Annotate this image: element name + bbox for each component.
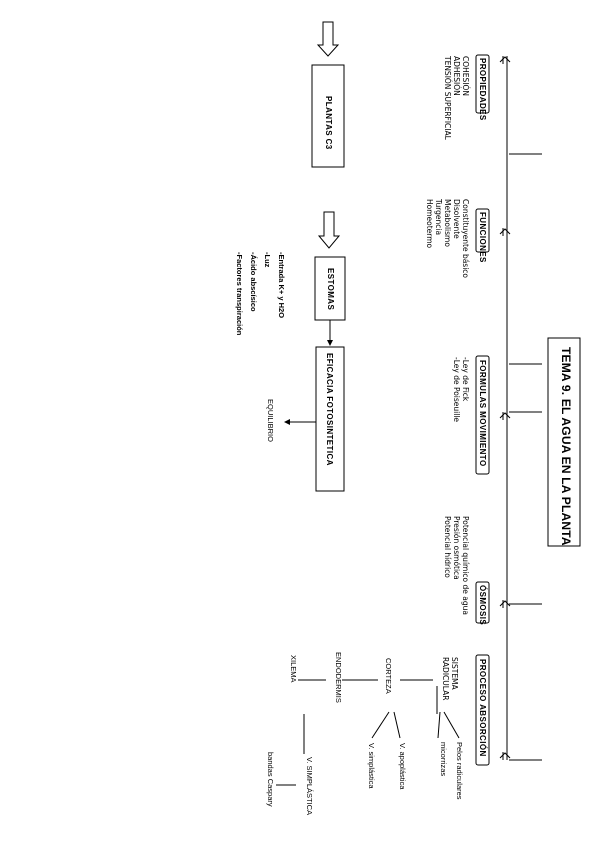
box-plantas-c3: PLANTAS C3 <box>324 96 333 150</box>
box-estomas: ESTOMAS <box>326 268 335 311</box>
title-box <box>547 337 581 547</box>
corteza: CORTEZA <box>384 658 393 694</box>
xilema: XILEMA <box>289 655 298 683</box>
box-propiedades: PROPIEDADES <box>478 58 487 121</box>
endodermis: ENDODERMIS <box>334 652 343 703</box>
equilibrio-label: EQUILIBRIO <box>266 399 275 442</box>
micorrizas: micorrizas <box>439 742 448 777</box>
box-eficacia: EFICACIA FOTOSINTETICA <box>325 353 334 466</box>
box-osmosis: ÓSMOSIS <box>478 585 487 626</box>
hollow-arrow-c3 <box>316 21 340 57</box>
arrow-osmosis <box>499 600 511 608</box>
estomas-factors: -Entrada K+ y H2O -Luz -Ácido abscísico … <box>235 252 286 336</box>
osmosis-items: Potencial químico de agua Presión osmóti… <box>443 516 470 615</box>
diagram-title: TEMA 9. EL AGUA EN LA PLANTA <box>559 347 573 546</box>
v-simplastica: V. SIMPLÁSTICA <box>305 757 314 816</box>
box-formulas: FORMULAS MOVIMIENTO <box>478 360 487 467</box>
propiedades-items: COHESIÓN ADHESIÓN TENSIÓN SUPERFICIAL <box>443 56 470 140</box>
box-funciones: FUNCIONES <box>478 212 487 263</box>
v-apoplastica: V. apoplástica <box>398 743 407 790</box>
formulas-items: -Ley de Fick -Ley de Poiseuille <box>452 357 470 423</box>
funciones-items: Constituyente básico Disolvente Metaboli… <box>425 199 470 279</box>
arrow-formulas <box>499 412 511 420</box>
arrow-propiedades <box>499 56 511 64</box>
sistema-radicular: SISTEMA RADICULAR <box>441 657 459 701</box>
arrow-funciones <box>499 228 511 236</box>
box-absorcion: PROCESO ABSORCIÓN <box>478 659 487 757</box>
v-simplastica-small: V. simplástica <box>367 743 376 789</box>
hollow-arrow-estomas <box>317 211 341 249</box>
arrow-absorcion <box>499 752 511 760</box>
bandas-caspary: bandas Caspary <box>266 752 275 807</box>
pelos-radiculares: Pelos radiculares <box>455 742 464 800</box>
